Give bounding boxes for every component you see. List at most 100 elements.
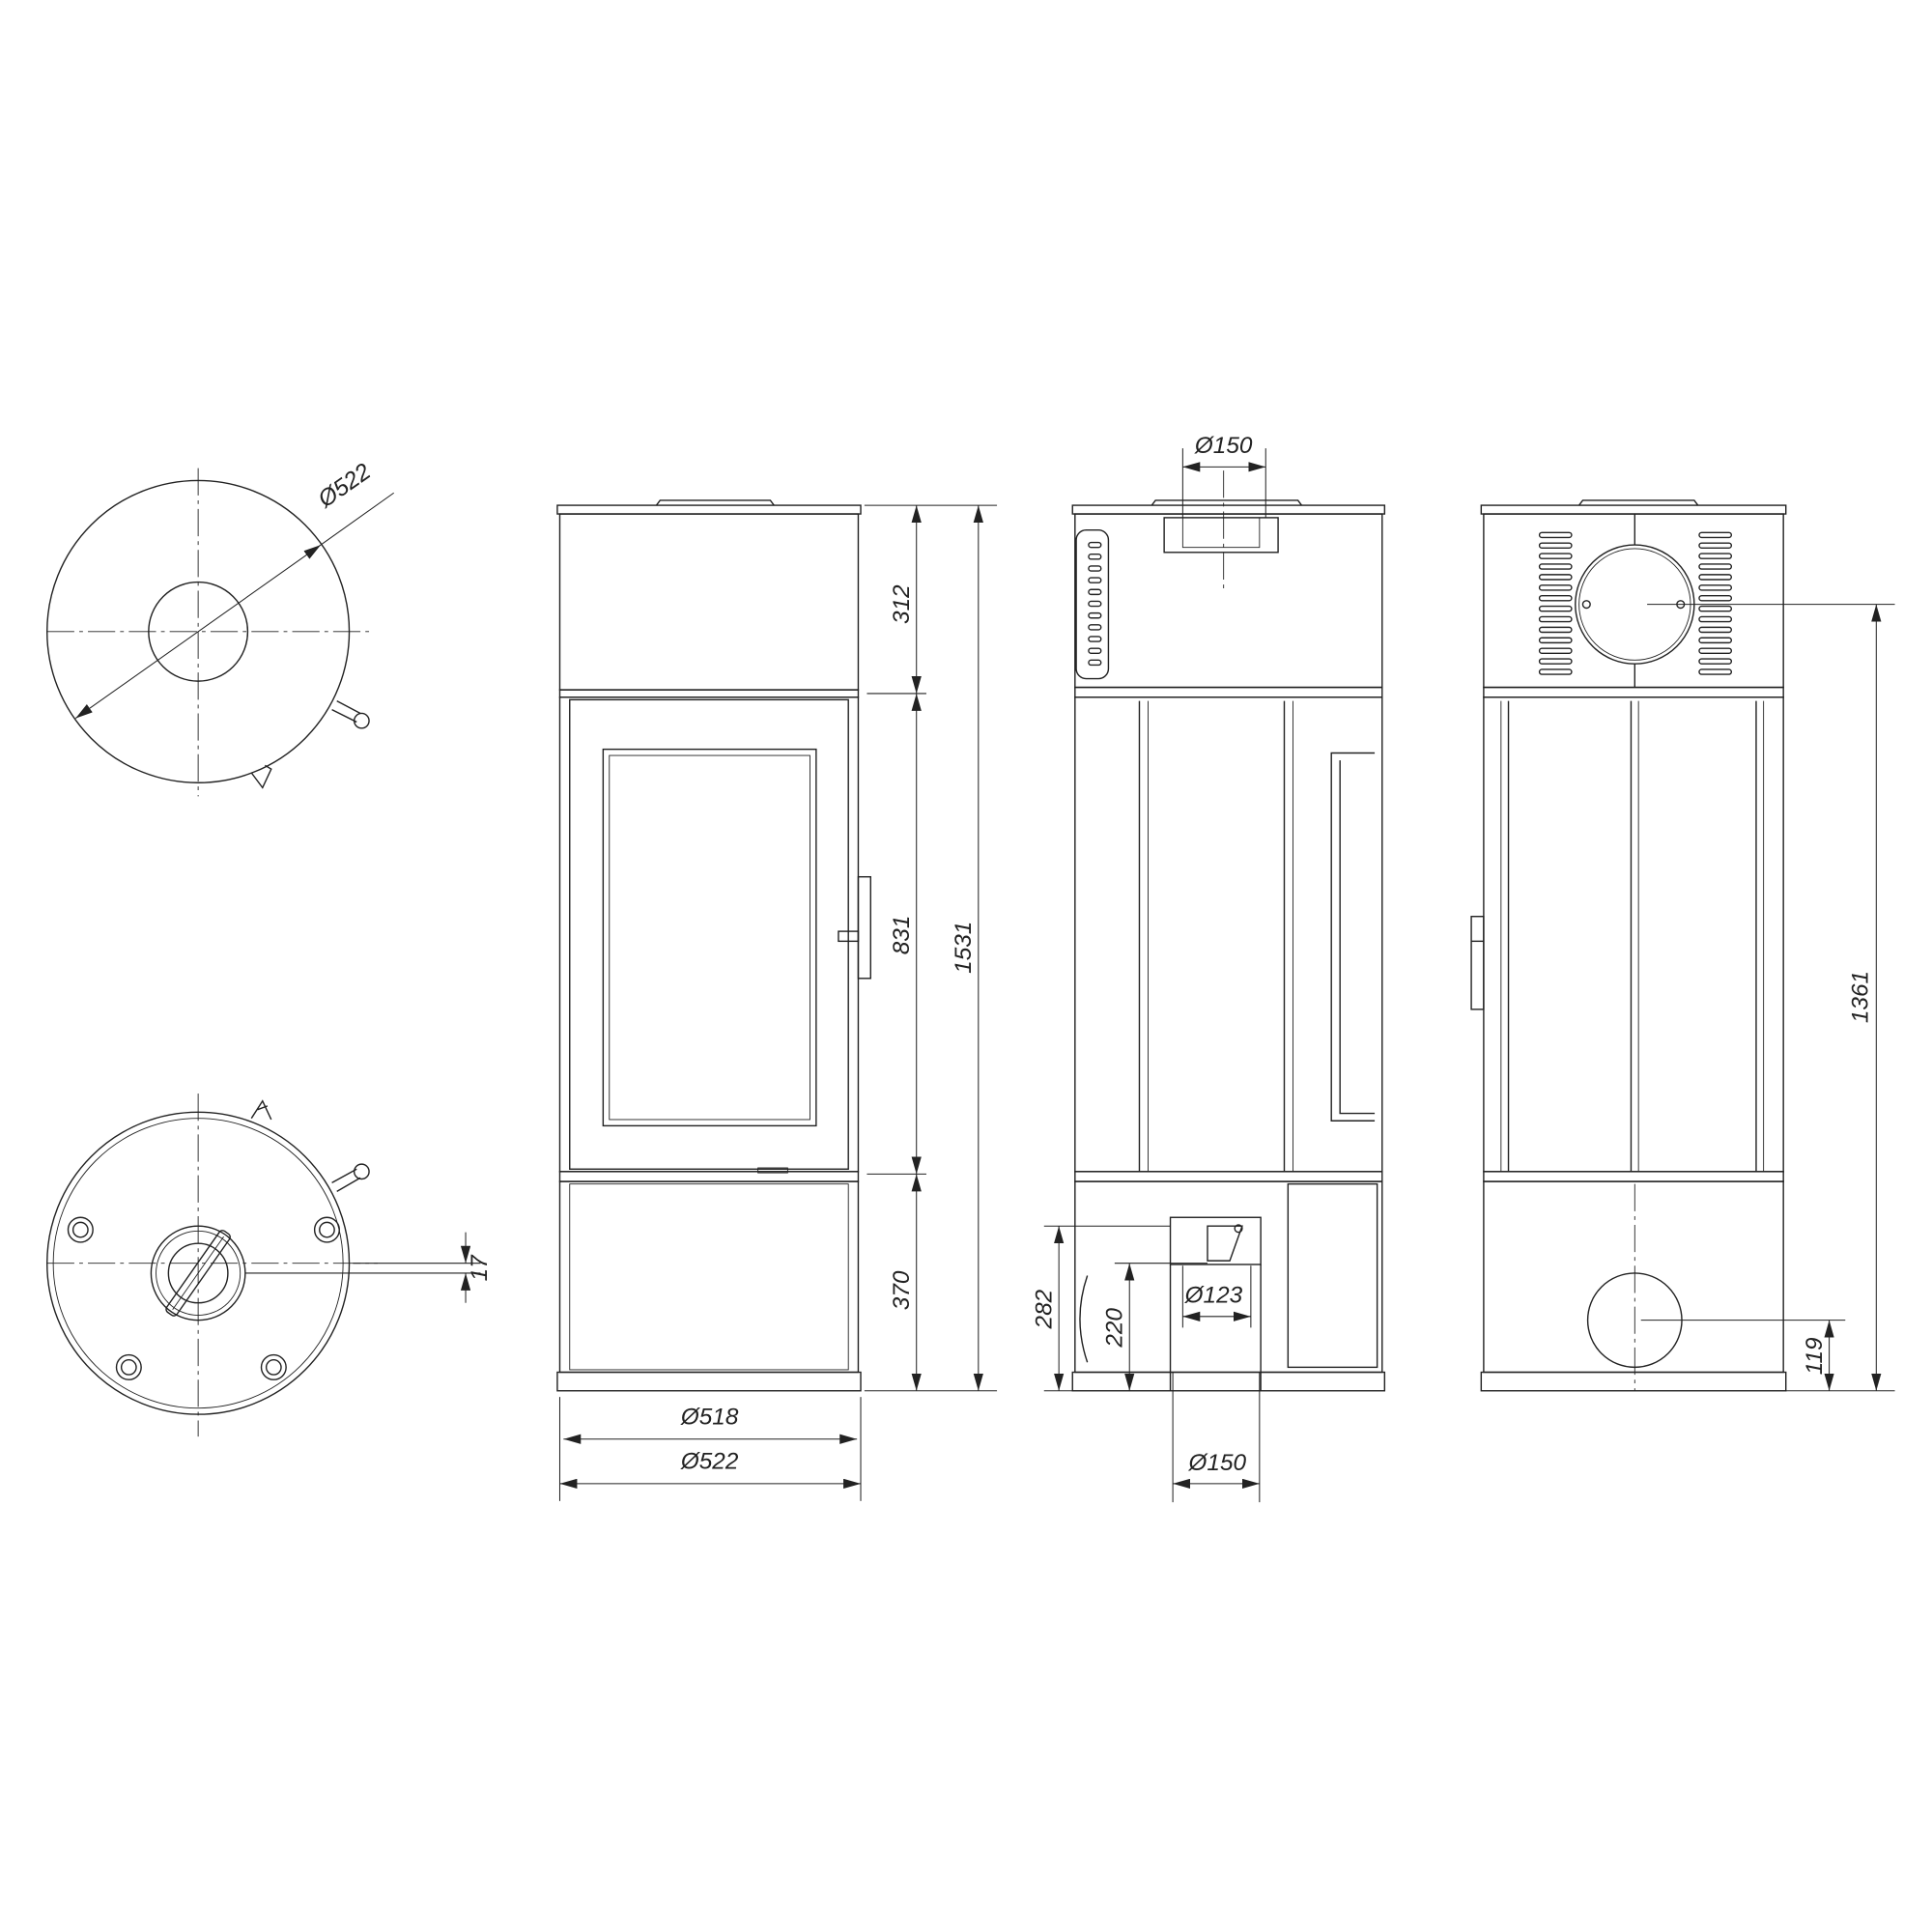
door-handle-lever — [250, 1099, 272, 1121]
vent-slot — [1698, 668, 1733, 675]
top-plate-cap — [1151, 499, 1303, 506]
vent-slot — [1088, 541, 1102, 549]
upper-casing — [1074, 513, 1383, 689]
lower-casing — [558, 1180, 860, 1374]
vent-slot — [1088, 588, 1102, 596]
rear-view: 1361 119 — [1470, 499, 1895, 1392]
door-panel — [569, 698, 849, 1170]
top-plate-cap — [1578, 499, 1699, 506]
diameter-leader — [320, 492, 394, 546]
bottom-flue-diameter-label: Ø150 — [1187, 1450, 1246, 1476]
upper-casing — [1483, 513, 1784, 689]
lower-panel — [569, 1183, 849, 1371]
top-flue-diameter-label: Ø150 — [1194, 433, 1253, 459]
intake-height-outer-label: 282 — [1031, 1289, 1057, 1329]
vent-slot — [1538, 626, 1573, 634]
top-plate — [1480, 504, 1787, 515]
vent-slot — [1538, 574, 1573, 581]
vent-slot — [1698, 615, 1733, 623]
vent-slot — [1698, 626, 1733, 634]
front-view: 312 831 370 1531 Ø518 Ø522 — [556, 499, 998, 1501]
door-handle-lever — [250, 764, 272, 789]
inner-diameter-label: Ø518 — [680, 1404, 739, 1430]
foot — [313, 1216, 340, 1243]
door-handle-bar — [1330, 752, 1376, 1122]
vent-slot — [1538, 615, 1573, 623]
vent-slot — [1538, 594, 1573, 602]
vent-slot — [1698, 574, 1733, 581]
vent-slot — [1698, 563, 1733, 570]
middle-casing — [1483, 696, 1784, 1173]
intake-diameter-label: Ø123 — [1184, 1283, 1243, 1309]
top-height-label: 312 — [889, 584, 915, 624]
air-vent — [1538, 531, 1733, 675]
air-intake — [1169, 1216, 1262, 1265]
top-plate-cap — [655, 499, 775, 506]
middle-band — [558, 1171, 860, 1182]
top-view: Ø522 — [46, 459, 394, 797]
door-glass-inner — [609, 754, 810, 1121]
vent-slot — [1698, 647, 1733, 654]
base-plate — [556, 1371, 862, 1392]
vent-slot — [1538, 605, 1573, 612]
door-handle-knob — [331, 700, 370, 729]
side-view: Ø150 282 220 Ø123 — [1031, 433, 1386, 1503]
bottom-view: 17 — [46, 1094, 493, 1437]
vent-slot — [1698, 637, 1733, 644]
air-vent — [1075, 529, 1110, 680]
vent-slot — [1698, 605, 1733, 612]
vent-slot — [1088, 577, 1102, 583]
vent-slot — [1698, 594, 1733, 602]
lower-casing — [1483, 1180, 1784, 1374]
side-handle — [1470, 916, 1485, 1010]
middle-casing — [1074, 696, 1383, 1173]
top-plate — [556, 504, 862, 515]
vent-slot — [1538, 658, 1573, 665]
vent-slot — [1538, 553, 1573, 559]
middle-band — [1074, 1171, 1383, 1182]
top-flue-outlet — [1163, 517, 1279, 554]
access-panel — [1287, 1182, 1378, 1369]
vent-slot — [1538, 637, 1573, 644]
base-plate — [1071, 1371, 1386, 1392]
vent-slot — [1088, 565, 1102, 572]
vent-slot — [1538, 668, 1573, 675]
vent-slot — [1088, 624, 1102, 631]
diameter-dimension-line — [74, 544, 322, 720]
upper-casing — [558, 513, 860, 691]
foot — [67, 1216, 94, 1243]
vent-slot — [1698, 542, 1733, 550]
vent-slot — [1538, 563, 1573, 570]
vent-slot — [1698, 553, 1733, 559]
total-height-label: 1531 — [951, 922, 977, 974]
door-casing — [558, 696, 860, 1173]
vent-slot — [1088, 611, 1102, 619]
middle-band — [1483, 1171, 1784, 1182]
vent-slot — [1088, 600, 1102, 608]
base-plate — [1480, 1371, 1787, 1392]
vent-slot — [1088, 554, 1102, 560]
foot — [115, 1353, 142, 1380]
hinge — [757, 1167, 788, 1174]
flue-height-label: 1361 — [1847, 971, 1873, 1023]
foot — [260, 1353, 287, 1380]
intake-height-center-label: 220 — [1102, 1308, 1128, 1349]
vent-slot — [1698, 584, 1733, 591]
door-handle — [838, 875, 871, 980]
side-arc — [1079, 1275, 1089, 1363]
vent-slot — [1538, 647, 1573, 654]
vent-slot — [1538, 584, 1573, 591]
base-height-label: 370 — [889, 1270, 915, 1310]
vent-slot — [1088, 659, 1102, 667]
diameter-label: Ø522 — [313, 459, 376, 514]
upper-band — [558, 689, 860, 698]
vent-slot — [1538, 531, 1573, 539]
vent-slot — [1538, 542, 1573, 550]
outer-diameter-label: Ø522 — [680, 1449, 739, 1475]
vent-slot — [1088, 636, 1102, 642]
rear-outlet-height-label: 119 — [1802, 1337, 1828, 1375]
vent-slot — [1698, 531, 1733, 539]
top-plate — [1071, 504, 1386, 515]
offset-label: 17 — [467, 1254, 493, 1282]
